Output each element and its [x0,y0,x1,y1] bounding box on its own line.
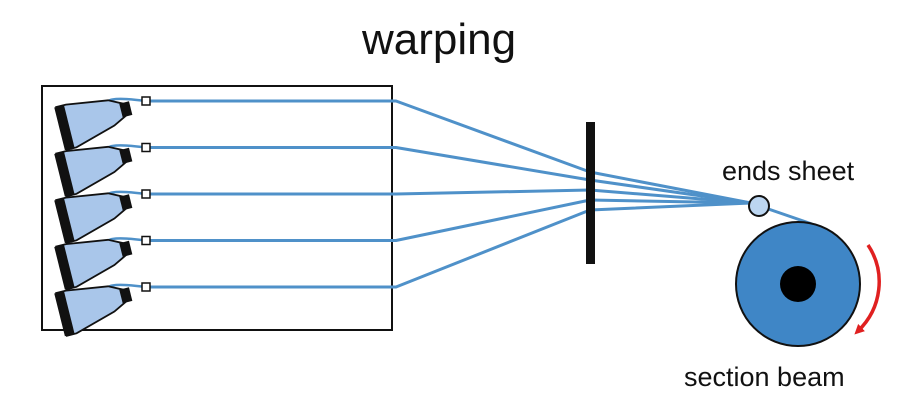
package-base [54,105,75,151]
yarn-lines [106,97,813,301]
yarn-package [54,285,133,337]
package-tip [119,101,133,118]
yarn-eyelet [141,142,151,153]
diagram-title: warping [0,18,906,62]
diagram-title-text: warping [361,15,517,64]
yarn-line [146,201,752,289]
yarn-eyelet [141,96,151,106]
section-beam-core [780,266,816,302]
package-base [54,151,75,197]
yarn-line [146,198,752,242]
package-base [54,291,75,337]
yarn-eyelet [141,235,151,246]
creel-packages [54,96,151,337]
yarn-line [146,188,752,205]
yarn-package [54,238,133,291]
guide-roller [748,195,770,217]
creel-frame [41,85,393,331]
section-beam-label: section beam [684,362,845,392]
section-beam [735,221,861,347]
yarn-package [54,145,133,198]
package-tip [119,240,133,257]
rotation-arrow-icon [854,244,881,335]
yarn-line [146,146,752,205]
package-tip [119,147,133,164]
reed-bar [586,122,595,264]
ends-sheet-label: ends sheet [722,156,855,186]
package-base [54,244,75,290]
yarn-package [54,99,133,151]
package-tip [119,194,133,211]
package-tip [119,287,133,304]
yarn-package [54,192,133,244]
yarn-eyelet [141,282,151,292]
yarn-eyelet [141,189,151,199]
package-base [54,198,75,244]
yarn-line [146,99,752,205]
